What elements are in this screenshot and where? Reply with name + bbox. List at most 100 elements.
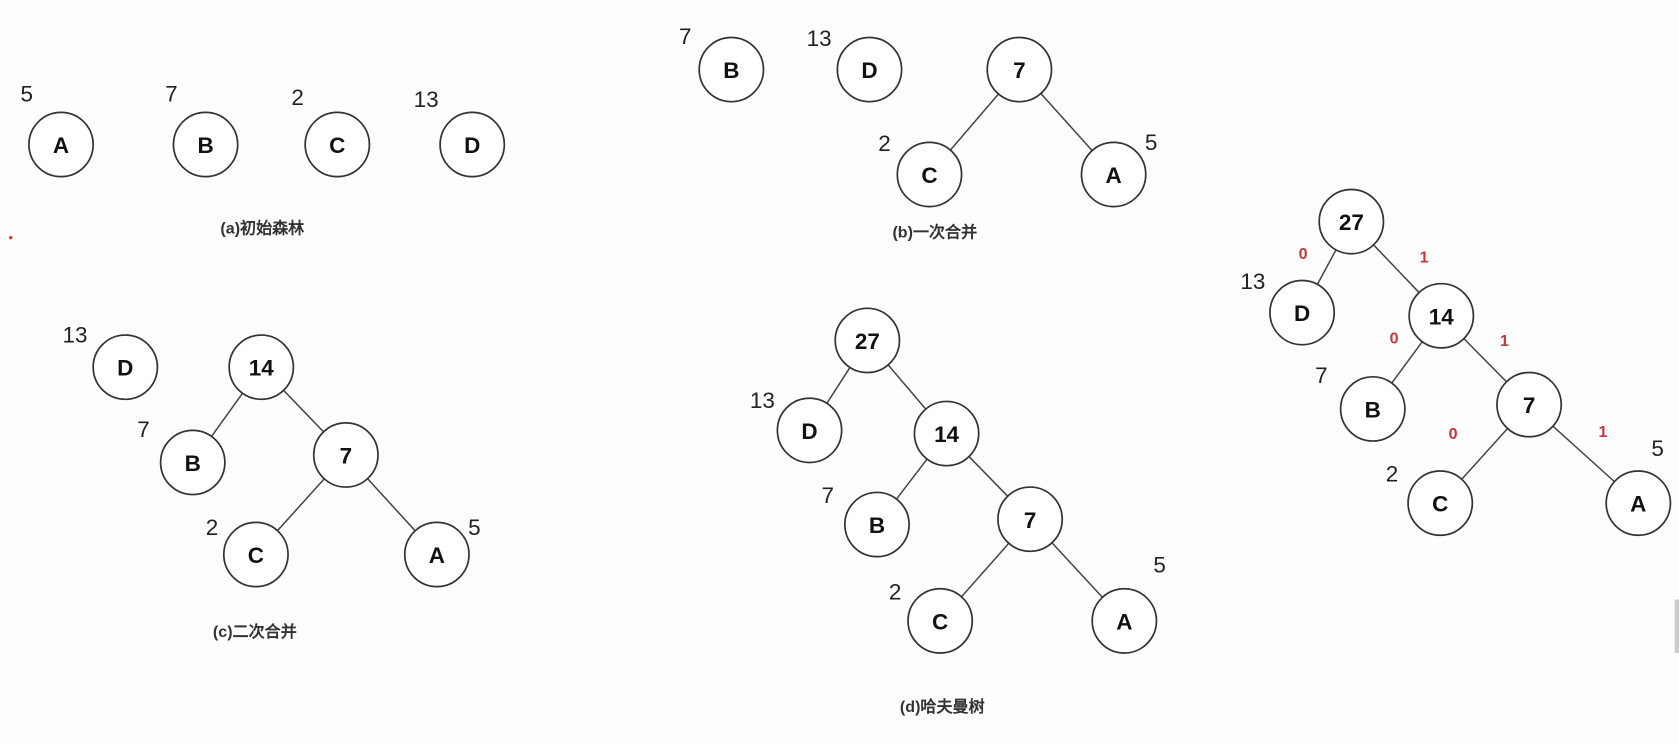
node-label: 27 [855,329,880,354]
edge-fragment [1674,599,1679,654]
node-weight: 2 [1386,462,1399,487]
node-label: C [329,133,345,158]
node-circle [1091,587,1158,654]
node-weight: 7 [679,24,692,49]
tree-node-B: B [698,36,765,103]
node-circle [896,141,963,208]
node-weight: 5 [1145,130,1158,155]
node-circle [439,111,506,178]
tree-node-A: A [28,111,95,178]
edge-n7-A [1040,92,1093,152]
edge-n27-n14 [887,364,927,410]
node-circle [907,587,974,654]
edge-n27-n14 [1372,244,1420,294]
node-circle [172,111,239,178]
node-circle [836,36,903,103]
node-label: D [1294,301,1310,326]
node-label: 7 [1013,58,1026,83]
tree-node-B: B [159,429,226,496]
node-weight: 7 [165,82,178,107]
node-circle [1605,470,1672,537]
node-label: A [1116,609,1132,634]
edge-n7-C [949,93,1000,151]
node-label: D [861,58,877,83]
node-label: A [1106,163,1122,188]
node-circle [92,334,159,401]
node-label: 14 [249,356,274,381]
tree-node-n14: 14 [228,334,295,401]
tree-node-D: D [92,334,159,401]
node-circle [843,491,910,558]
red-dot [8,235,13,240]
node-circle [159,429,226,496]
tree-node-C: C [222,521,289,588]
node-label: B [1365,398,1381,423]
node-circle [1318,188,1385,255]
edge-n7-A [1051,542,1104,598]
node-label: C [1432,492,1448,517]
node-label: B [723,58,739,83]
node-circle [986,36,1053,103]
node-circle [1269,279,1336,346]
node-circle [28,111,95,178]
node-circle [698,36,765,103]
node-label: 27 [1339,210,1364,235]
node-label: B [185,451,201,476]
tree-node-B: B [1339,375,1406,442]
node-circle [1080,141,1147,208]
node-weight: 2 [206,515,219,540]
tree-node-D: D [776,397,843,464]
tree-node-B: B [172,111,239,178]
node-label: C [932,609,948,634]
node-label: A [429,543,445,568]
tree-node-n7: 7 [1496,371,1563,438]
edge-code-label: 0 [1299,245,1308,263]
edge-code-label: 1 [1420,248,1429,266]
node-weight: 5 [21,82,34,107]
edge-n14-n7 [1463,338,1508,383]
panel-caption: (a)初始森林 [220,218,305,237]
edge-n7-C [276,478,325,532]
edge-n14-B [895,458,928,500]
edge-n14-n7 [283,389,325,433]
tree-node-C: C [896,141,963,208]
tree-node-n7: 7 [986,36,1053,103]
tree-node-n14: 14 [913,400,980,467]
node-weight: 7 [137,417,150,442]
node-weight: 5 [1153,553,1166,578]
node-circle [776,397,843,464]
edge-n7-A [1552,425,1615,483]
edge-n27-D [826,367,851,404]
node-circle [222,521,289,588]
tree-node-A: A [1080,141,1147,208]
node-weight: 13 [807,26,832,51]
tree-node-n27: 27 [1318,188,1385,255]
edge-n14-B [1391,341,1423,384]
edge-code-label: 0 [1449,425,1458,443]
tree-node-n27: 27 [834,307,901,374]
node-circle [834,307,901,374]
node-label: C [248,543,264,568]
node-label: 14 [934,422,959,447]
node-label: A [53,133,69,158]
tree-node-D: D [1269,279,1336,346]
node-label: D [464,133,480,158]
node-weight: 2 [889,579,902,604]
node-circle [312,421,379,488]
node-weight: 13 [62,323,87,348]
node-label: D [801,419,817,444]
tree-node-D: D [836,36,903,103]
node-weight: 5 [468,515,481,540]
edge-n14-B [210,392,244,437]
node-circle [228,334,295,401]
node-weight: 7 [1315,363,1328,388]
tree-node-n14: 14 [1408,282,1475,349]
edge-n7-A [366,478,416,532]
node-label: 7 [1523,393,1536,418]
node-weight: 13 [750,388,775,413]
node-circle [1339,375,1406,442]
